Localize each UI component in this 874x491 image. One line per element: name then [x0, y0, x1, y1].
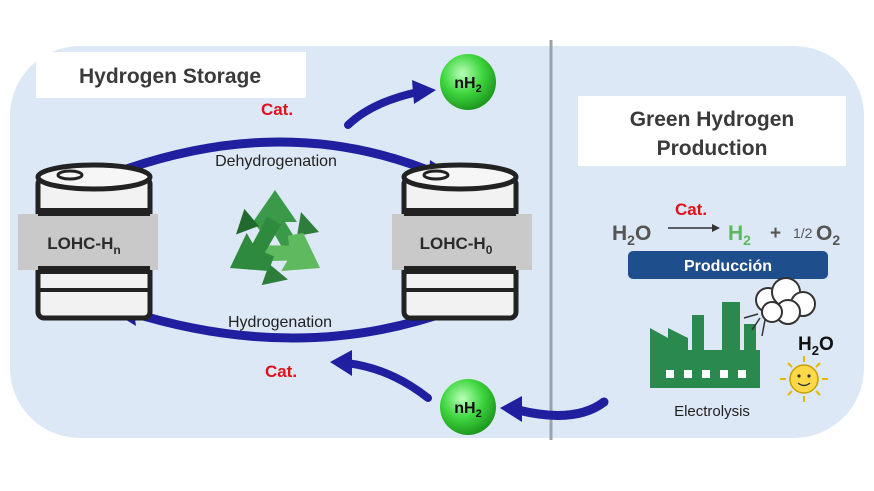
dehydrogenation-label: Dehydrogenation: [215, 153, 337, 170]
sun-icon: [780, 356, 828, 402]
recycle-icon: [229, 190, 321, 286]
hydrogenation-label: Hydrogenation: [228, 314, 332, 331]
left-tank-label: LOHC-Hn: [47, 234, 120, 257]
water-label: H2O: [798, 334, 834, 358]
reaction-reactant: H2O: [612, 222, 651, 248]
left-lohc-tank: [18, 162, 158, 321]
release-h2-arrowhead: [412, 80, 436, 104]
reaction-arrowhead: [712, 224, 720, 232]
incoming-h2-arrow: [342, 359, 432, 402]
wind-lines: [743, 313, 766, 337]
production-badge-label: Producción: [684, 258, 772, 275]
electrolysis-label: Electrolysis: [674, 403, 750, 420]
production-title-line2: Production: [657, 137, 768, 160]
h2-supplied-bubble: [440, 379, 496, 435]
storage-title-box: [36, 52, 306, 98]
reaction-coefficient: 1/2: [793, 225, 813, 241]
production-title-box: [578, 96, 846, 166]
bottom-catalyst-label: Cat.: [265, 362, 297, 381]
h2-released-label: nH2: [454, 75, 481, 95]
h2-released-bubble: [440, 54, 496, 110]
production-to-h2-arrowhead: [500, 396, 522, 422]
top-catalyst-label: Cat.: [261, 100, 293, 119]
hydrogenation-arrow: [125, 305, 457, 343]
wind-cloud-icon: [755, 277, 816, 325]
reaction-product-h2: H2: [728, 222, 751, 248]
h2-supplied-label: nH2: [454, 400, 481, 420]
production-title-line1: Green Hydrogen: [630, 108, 795, 131]
reaction-catalyst: Cat.: [675, 200, 707, 219]
factory-icon: [650, 302, 760, 388]
release-h2-arrow: [344, 88, 422, 129]
incoming-h2-arrowhead: [330, 350, 352, 376]
right-tank-label: LOHC-H0: [420, 234, 493, 257]
reaction-product-o2: O2: [816, 222, 840, 248]
dehydrogenation-arrow: [113, 137, 447, 181]
reaction-plus: +: [770, 223, 781, 244]
right-lohc-tank: [392, 162, 532, 321]
production-badge: [628, 251, 828, 279]
factory-windows: [666, 370, 746, 378]
production-to-h2-arrow: [513, 397, 609, 420]
storage-title: Hydrogen Storage: [79, 65, 261, 88]
